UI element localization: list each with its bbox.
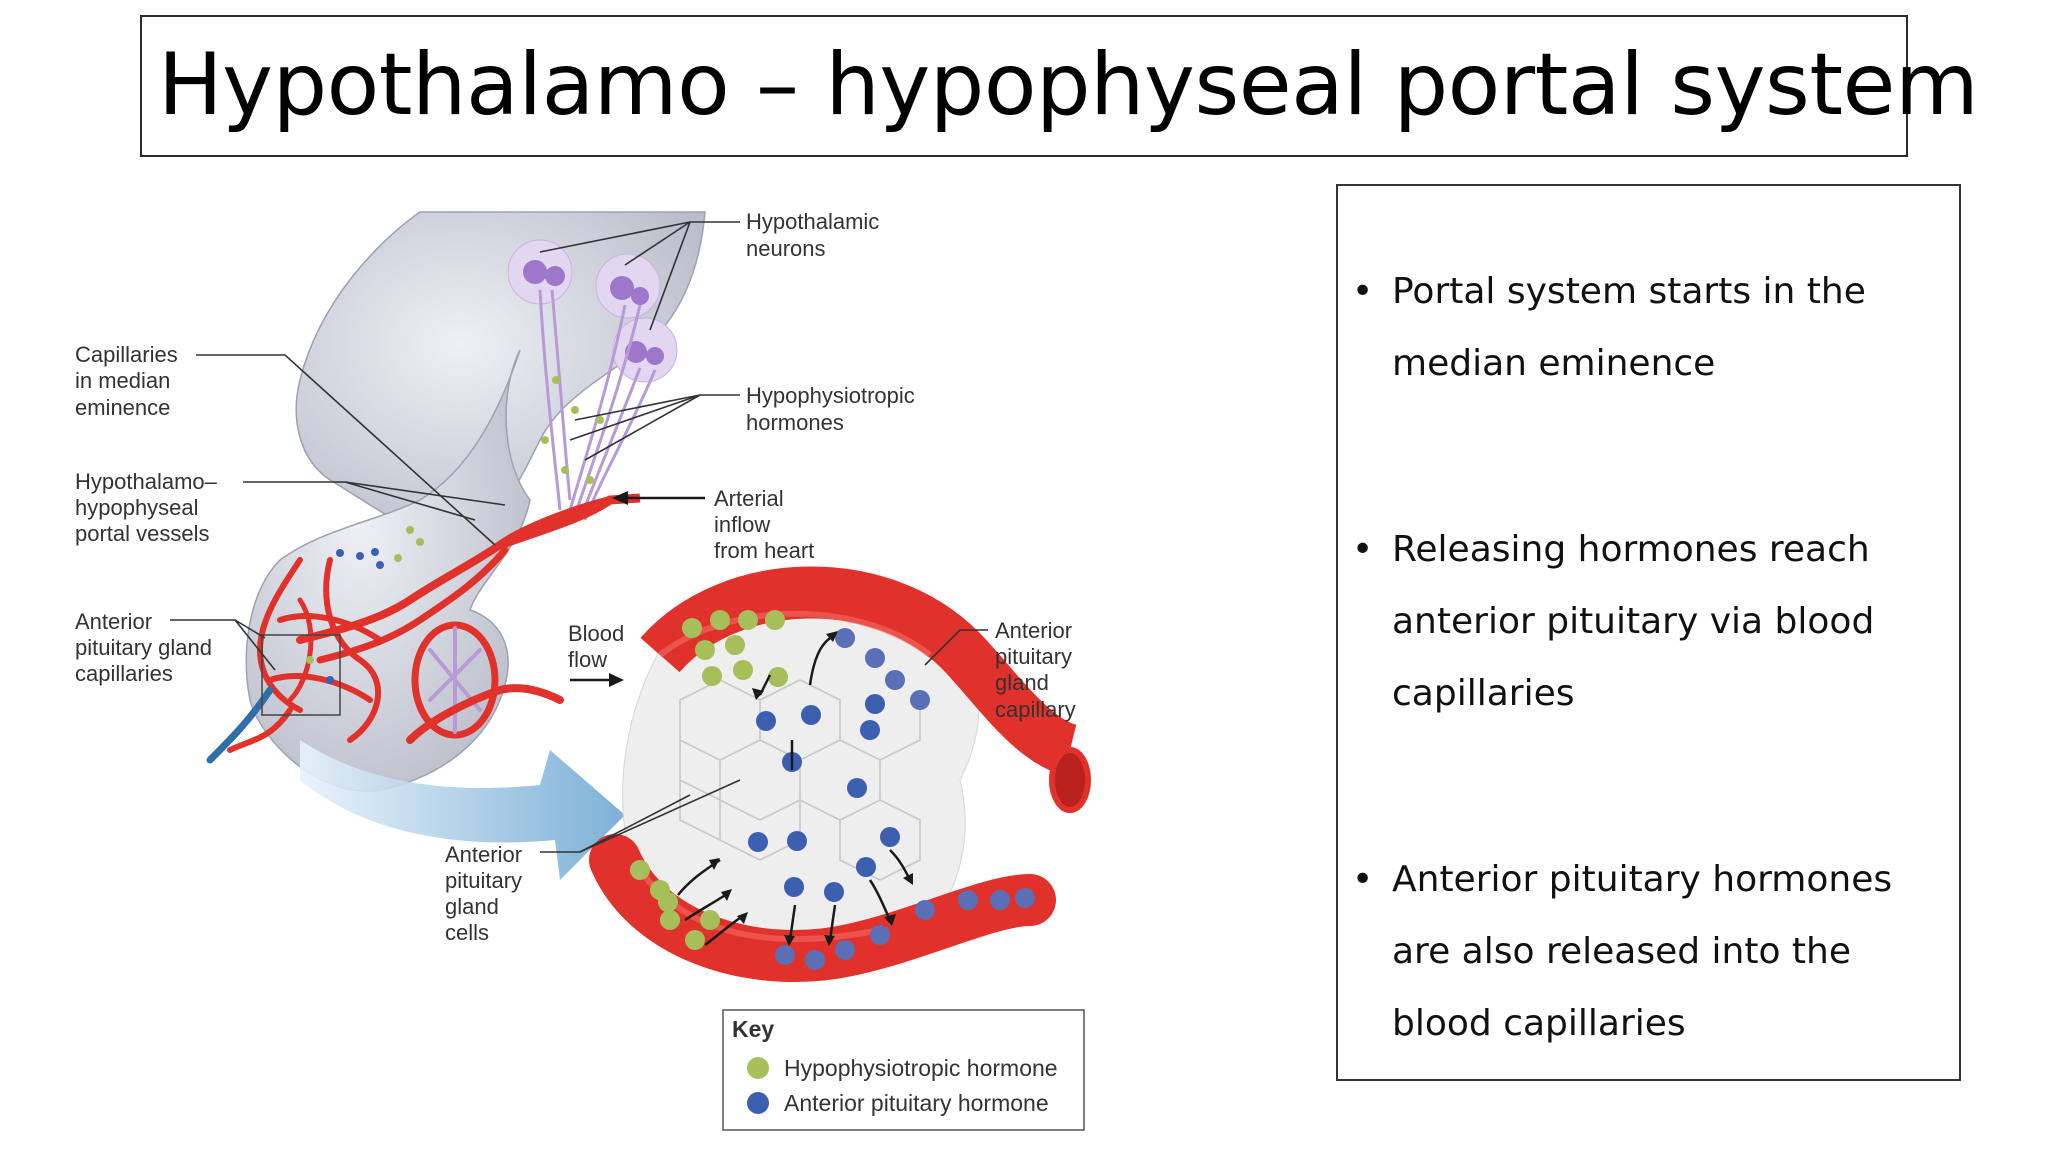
svg-text:pituitary gland: pituitary gland xyxy=(75,635,212,660)
svg-text:pituitary: pituitary xyxy=(445,868,522,893)
svg-text:Capillaries: Capillaries xyxy=(75,342,178,367)
bullet-dot-icon: • xyxy=(1352,529,1374,570)
svg-text:eminence: eminence xyxy=(75,395,170,420)
svg-text:Anterior: Anterior xyxy=(995,618,1072,643)
bullet-text: Portal system starts in the median emine… xyxy=(1392,271,1866,384)
svg-text:Hypothalamo–: Hypothalamo– xyxy=(75,469,218,494)
svg-text:gland: gland xyxy=(445,894,499,919)
slide-title: Hypothalamo – hypophyseal portal system xyxy=(158,35,1979,135)
svg-text:pituitary: pituitary xyxy=(995,644,1072,669)
svg-text:portal vessels: portal vessels xyxy=(75,521,210,546)
magnified-view xyxy=(589,566,1091,982)
arterial-inflow-arrow xyxy=(612,491,705,505)
svg-text:gland: gland xyxy=(995,670,1049,695)
label-hypothalamic-neurons: Hypothalamic neurons xyxy=(746,209,879,261)
portal-vessel-network xyxy=(227,496,614,753)
bullet-item: • Anterior pituitary hormones are also r… xyxy=(1352,844,1942,1060)
bullet-text: Anterior pituitary hormones are also rel… xyxy=(1392,859,1893,1044)
bullet-box: • Portal system starts in the median emi… xyxy=(1336,184,1961,1081)
key-label-anterior-pituitary: Anterior pituitary hormone xyxy=(784,1090,1049,1116)
bullet-item: • Portal system starts in the median emi… xyxy=(1352,256,1942,400)
blood-flow-small-arrow xyxy=(570,673,624,687)
svg-text:Anterior: Anterior xyxy=(445,842,522,867)
svg-text:neurons: neurons xyxy=(746,236,826,261)
label-hypophysiotropic-hormones: Hypophysiotropic hormones xyxy=(746,383,915,435)
label-blood-flow: Blood flow xyxy=(568,621,624,672)
key-swatch-hypophysiotropic xyxy=(747,1057,769,1079)
svg-text:Hypothalamic: Hypothalamic xyxy=(746,209,879,234)
svg-text:Hypophysiotropic: Hypophysiotropic xyxy=(746,383,915,408)
svg-text:inflow: inflow xyxy=(714,512,770,537)
bullet-item: • Releasing hormones reach anterior pitu… xyxy=(1352,514,1942,730)
svg-text:cells: cells xyxy=(445,920,489,945)
leader-lines xyxy=(170,221,988,853)
label-anterior-pituitary-capillaries: Anterior pituitary gland capillaries xyxy=(75,609,212,686)
title-box: Hypothalamo – hypophyseal portal system xyxy=(140,15,1979,157)
svg-text:Blood: Blood xyxy=(568,621,624,646)
venous-outflow-vessel xyxy=(206,686,274,764)
key-title: Key xyxy=(732,1016,774,1042)
capillary-upper xyxy=(640,566,1079,776)
label-arterial-inflow: Arterial inflow from heart xyxy=(714,486,814,563)
bullet-dot-icon: • xyxy=(1352,271,1374,312)
svg-text:from heart: from heart xyxy=(714,538,814,563)
zoom-box xyxy=(261,634,341,716)
svg-text:Arterial: Arterial xyxy=(714,486,784,511)
diagram-key: Key Hypophysiotropic hormone Anterior pi… xyxy=(722,1009,1085,1131)
arterial-inflow-vessel xyxy=(498,493,641,550)
label-capillaries-median-eminence: Capillaries in median eminence xyxy=(75,342,178,420)
key-swatch-anterior-pituitary xyxy=(747,1092,769,1114)
svg-text:flow: flow xyxy=(568,647,607,672)
label-anterior-pituitary-cells: Anterior pituitary gland cells xyxy=(445,842,522,945)
svg-text:hormones: hormones xyxy=(746,410,844,435)
hypothalamic-neurons xyxy=(507,239,678,521)
capillary-lower xyxy=(589,834,1056,982)
svg-text:Anterior: Anterior xyxy=(75,609,152,634)
blood-flow-arrow xyxy=(300,740,625,880)
hormone-dots-portal xyxy=(306,526,424,684)
label-anterior-pituitary-capillary: Anterior pituitary gland capillary xyxy=(995,618,1076,722)
svg-text:capillaries: capillaries xyxy=(75,661,173,686)
svg-text:capillary: capillary xyxy=(995,697,1076,722)
bullet-text: Releasing hormones reach anterior pituit… xyxy=(1392,529,1875,714)
bullet-dot-icon: • xyxy=(1352,859,1374,900)
svg-text:in median: in median xyxy=(75,368,170,393)
key-label-hypophysiotropic: Hypophysiotropic hormone xyxy=(784,1055,1058,1081)
capillary-opening xyxy=(1049,747,1091,813)
svg-text:hypophyseal: hypophyseal xyxy=(75,495,199,520)
portal-system-diagram: Hypothalamic neurons Capillaries in medi… xyxy=(75,209,1091,1131)
label-portal-vessels: Hypothalamo– hypophyseal portal vessels xyxy=(75,469,218,546)
